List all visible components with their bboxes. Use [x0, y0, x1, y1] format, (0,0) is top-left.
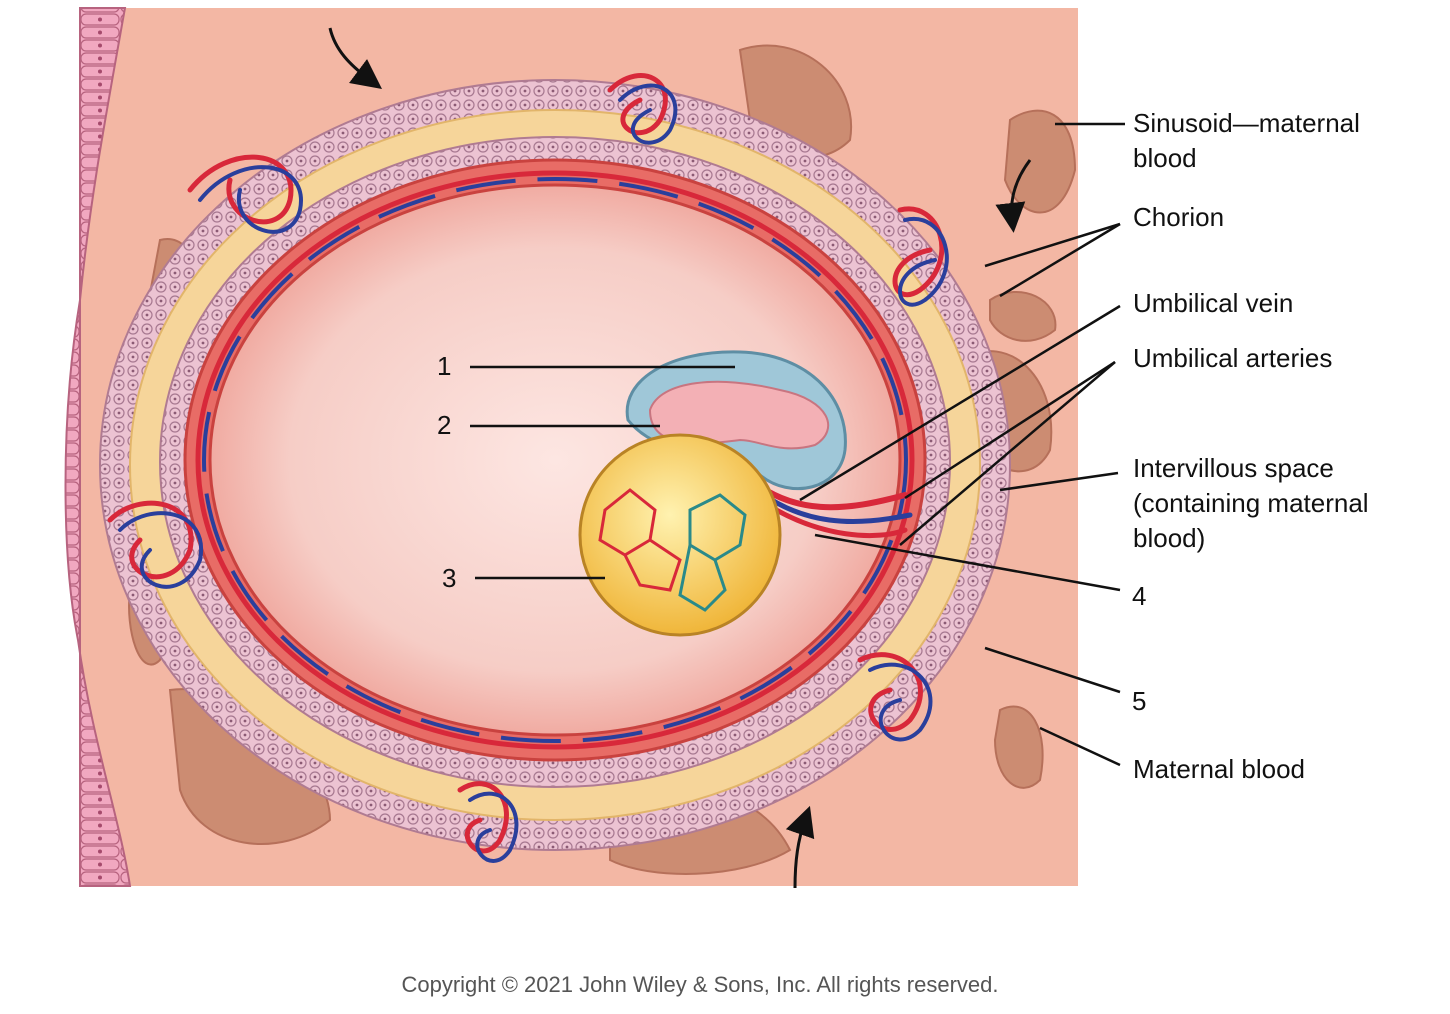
yolk-sac: [578, 433, 782, 637]
label-intervillous-line2: (containing maternal: [1133, 488, 1369, 518]
label-chorion: Chorion: [1133, 202, 1225, 232]
callout-3: 3: [442, 563, 457, 593]
label-intervillous-line1: Intervillous space: [1133, 453, 1334, 483]
flow-arrow-top: [328, 27, 382, 90]
callout-2: 2: [437, 410, 452, 440]
label-intervillous-line3: blood): [1133, 523, 1206, 553]
flow-arrows: [328, 27, 1032, 889]
yolk-sac-vessel-network: [598, 488, 747, 612]
callout-5: 5: [1132, 686, 1147, 716]
callout-4: 4: [1132, 581, 1147, 611]
leader-lines: [470, 122, 1125, 767]
callout-1: 1: [437, 351, 452, 381]
flow-arrow-right: [995, 159, 1032, 233]
label-sinusoid-line1: Sinusoid—maternal: [1133, 108, 1360, 138]
endometrial-epithelium: [64, 7, 132, 887]
label-umbilical-arteries: Umbilical arteries: [1133, 343, 1333, 373]
chorionic-artery-ring: [195, 170, 915, 750]
flow-arrow-bottom: [785, 805, 815, 889]
label-sinusoid-line2: blood: [1133, 143, 1197, 173]
copyright-notice: Copyright © 2021 John Wiley & Sons, Inc.…: [401, 972, 999, 997]
chorionic-villi: [107, 73, 949, 863]
label-umbilical-vein: Umbilical vein: [1133, 288, 1294, 318]
chorionic-vein-ring: [202, 177, 908, 743]
label-maternal-blood: Maternal blood: [1133, 754, 1305, 784]
